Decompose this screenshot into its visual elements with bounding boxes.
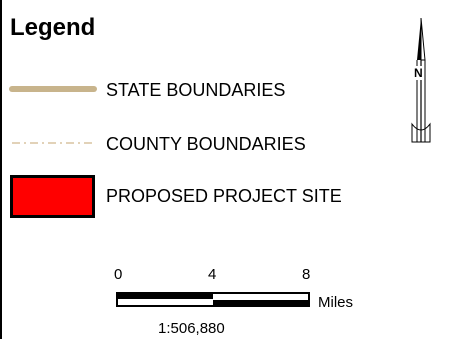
scale-ratio: 1:506,880 xyxy=(158,320,225,337)
north-arrow-letter: N xyxy=(413,66,424,80)
legend-label-county-boundaries: COUNTY BOUNDARIES xyxy=(106,134,306,154)
state-boundary-symbol xyxy=(9,86,97,92)
north-arrow-icon xyxy=(411,17,431,143)
scale-tick-8: 8 xyxy=(302,266,311,283)
legend-title: Legend xyxy=(10,14,96,41)
scale-tick-0: 0 xyxy=(114,266,123,283)
project-site-symbol xyxy=(10,175,95,218)
legend-label-project-site: PROPOSED PROJECT SITE xyxy=(106,186,342,206)
scale-unit: Miles xyxy=(318,294,354,311)
county-boundary-symbol xyxy=(12,142,94,144)
scale-bar xyxy=(116,292,310,307)
map-frame-border xyxy=(0,0,2,339)
legend-label-state-boundaries: STATE BOUNDARIES xyxy=(106,80,286,100)
scale-tick-4: 4 xyxy=(208,266,217,283)
